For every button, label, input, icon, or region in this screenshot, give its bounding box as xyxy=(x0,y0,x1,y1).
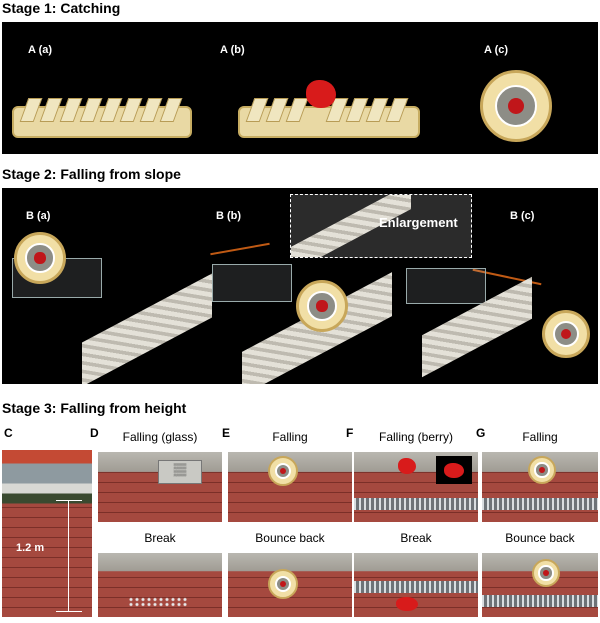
photo-e-bounce xyxy=(228,553,352,617)
enlargement-inset: Enlargement xyxy=(290,194,472,258)
crushed-berry xyxy=(396,597,418,611)
enlargement-label: Enlargement xyxy=(379,215,458,230)
label-g: G xyxy=(476,426,486,440)
caption-g-bottom: Bounce back xyxy=(505,531,575,545)
spike-array xyxy=(354,498,478,510)
berry xyxy=(398,458,416,474)
label-b-a: B (a) xyxy=(26,210,51,222)
stage1-title: Stage 1: Catching xyxy=(2,0,121,16)
gripper-wheel xyxy=(528,456,556,484)
label-f: F xyxy=(346,426,354,440)
caption-e-bottom: Bounce back xyxy=(255,531,325,545)
label-a-c: A (c) xyxy=(484,44,509,56)
label-a-a: A (a) xyxy=(28,44,53,56)
berry-inset xyxy=(436,456,472,484)
wire xyxy=(210,242,270,256)
berry xyxy=(306,80,336,108)
stage3-title: Stage 3: Falling from height xyxy=(2,400,187,416)
glass-shards xyxy=(128,597,188,607)
gripper-wheel xyxy=(532,559,560,587)
caption-g-top: Falling xyxy=(522,430,558,444)
photo-g-bounce xyxy=(482,553,598,617)
caption-e-top: Falling xyxy=(272,430,308,444)
spike-array xyxy=(482,595,598,607)
gripper-wheel-rolling xyxy=(296,280,348,332)
gripper-wheel xyxy=(14,232,66,284)
photo-c-drop-height: 1.2 m xyxy=(2,450,92,617)
flat-gripper-chain xyxy=(12,98,192,138)
photo-f-berry-break xyxy=(354,553,478,617)
caption-f-bottom: Break xyxy=(400,531,432,545)
rolled-gripper-wheel xyxy=(480,70,552,142)
gripper-wheel xyxy=(268,456,298,486)
photo-d-glass-break xyxy=(98,553,222,617)
photo-e-falling xyxy=(228,452,352,522)
glass-sign: ▒▒▒▒▒▒ xyxy=(158,460,202,484)
photo-d-glass-falling: ▒▒▒▒▒▒ xyxy=(98,452,222,522)
spike-array xyxy=(482,498,598,510)
glass-plate xyxy=(212,264,292,302)
label-a-b: A (b) xyxy=(220,44,245,56)
caption-d-top: Falling (glass) xyxy=(122,430,198,444)
gripper-wheel xyxy=(268,569,298,599)
stage2-title: Stage 2: Falling from slope xyxy=(2,166,181,182)
label-b-c: B (c) xyxy=(510,210,535,222)
height-label: 1.2 m xyxy=(16,542,45,554)
label-b-b: B (b) xyxy=(216,210,242,222)
caption-d-bottom: Break xyxy=(144,531,176,545)
gripper-chain-with-berry xyxy=(238,98,420,138)
label-d: D xyxy=(90,426,99,440)
glass-plate xyxy=(406,268,486,304)
stage1-panel: A (a) A (b) A (c) xyxy=(2,22,598,154)
stage2-panel: B (a) B (b) B (c) Enlargement xyxy=(2,188,598,384)
photo-g-falling xyxy=(482,452,598,522)
caption-f-top: Falling (berry) xyxy=(378,430,453,444)
photo-f-berry-falling xyxy=(354,452,478,522)
gripper-wheel-landed xyxy=(542,310,590,358)
label-e: E xyxy=(222,426,231,440)
spike-array xyxy=(354,581,478,593)
label-c: C xyxy=(4,426,13,440)
